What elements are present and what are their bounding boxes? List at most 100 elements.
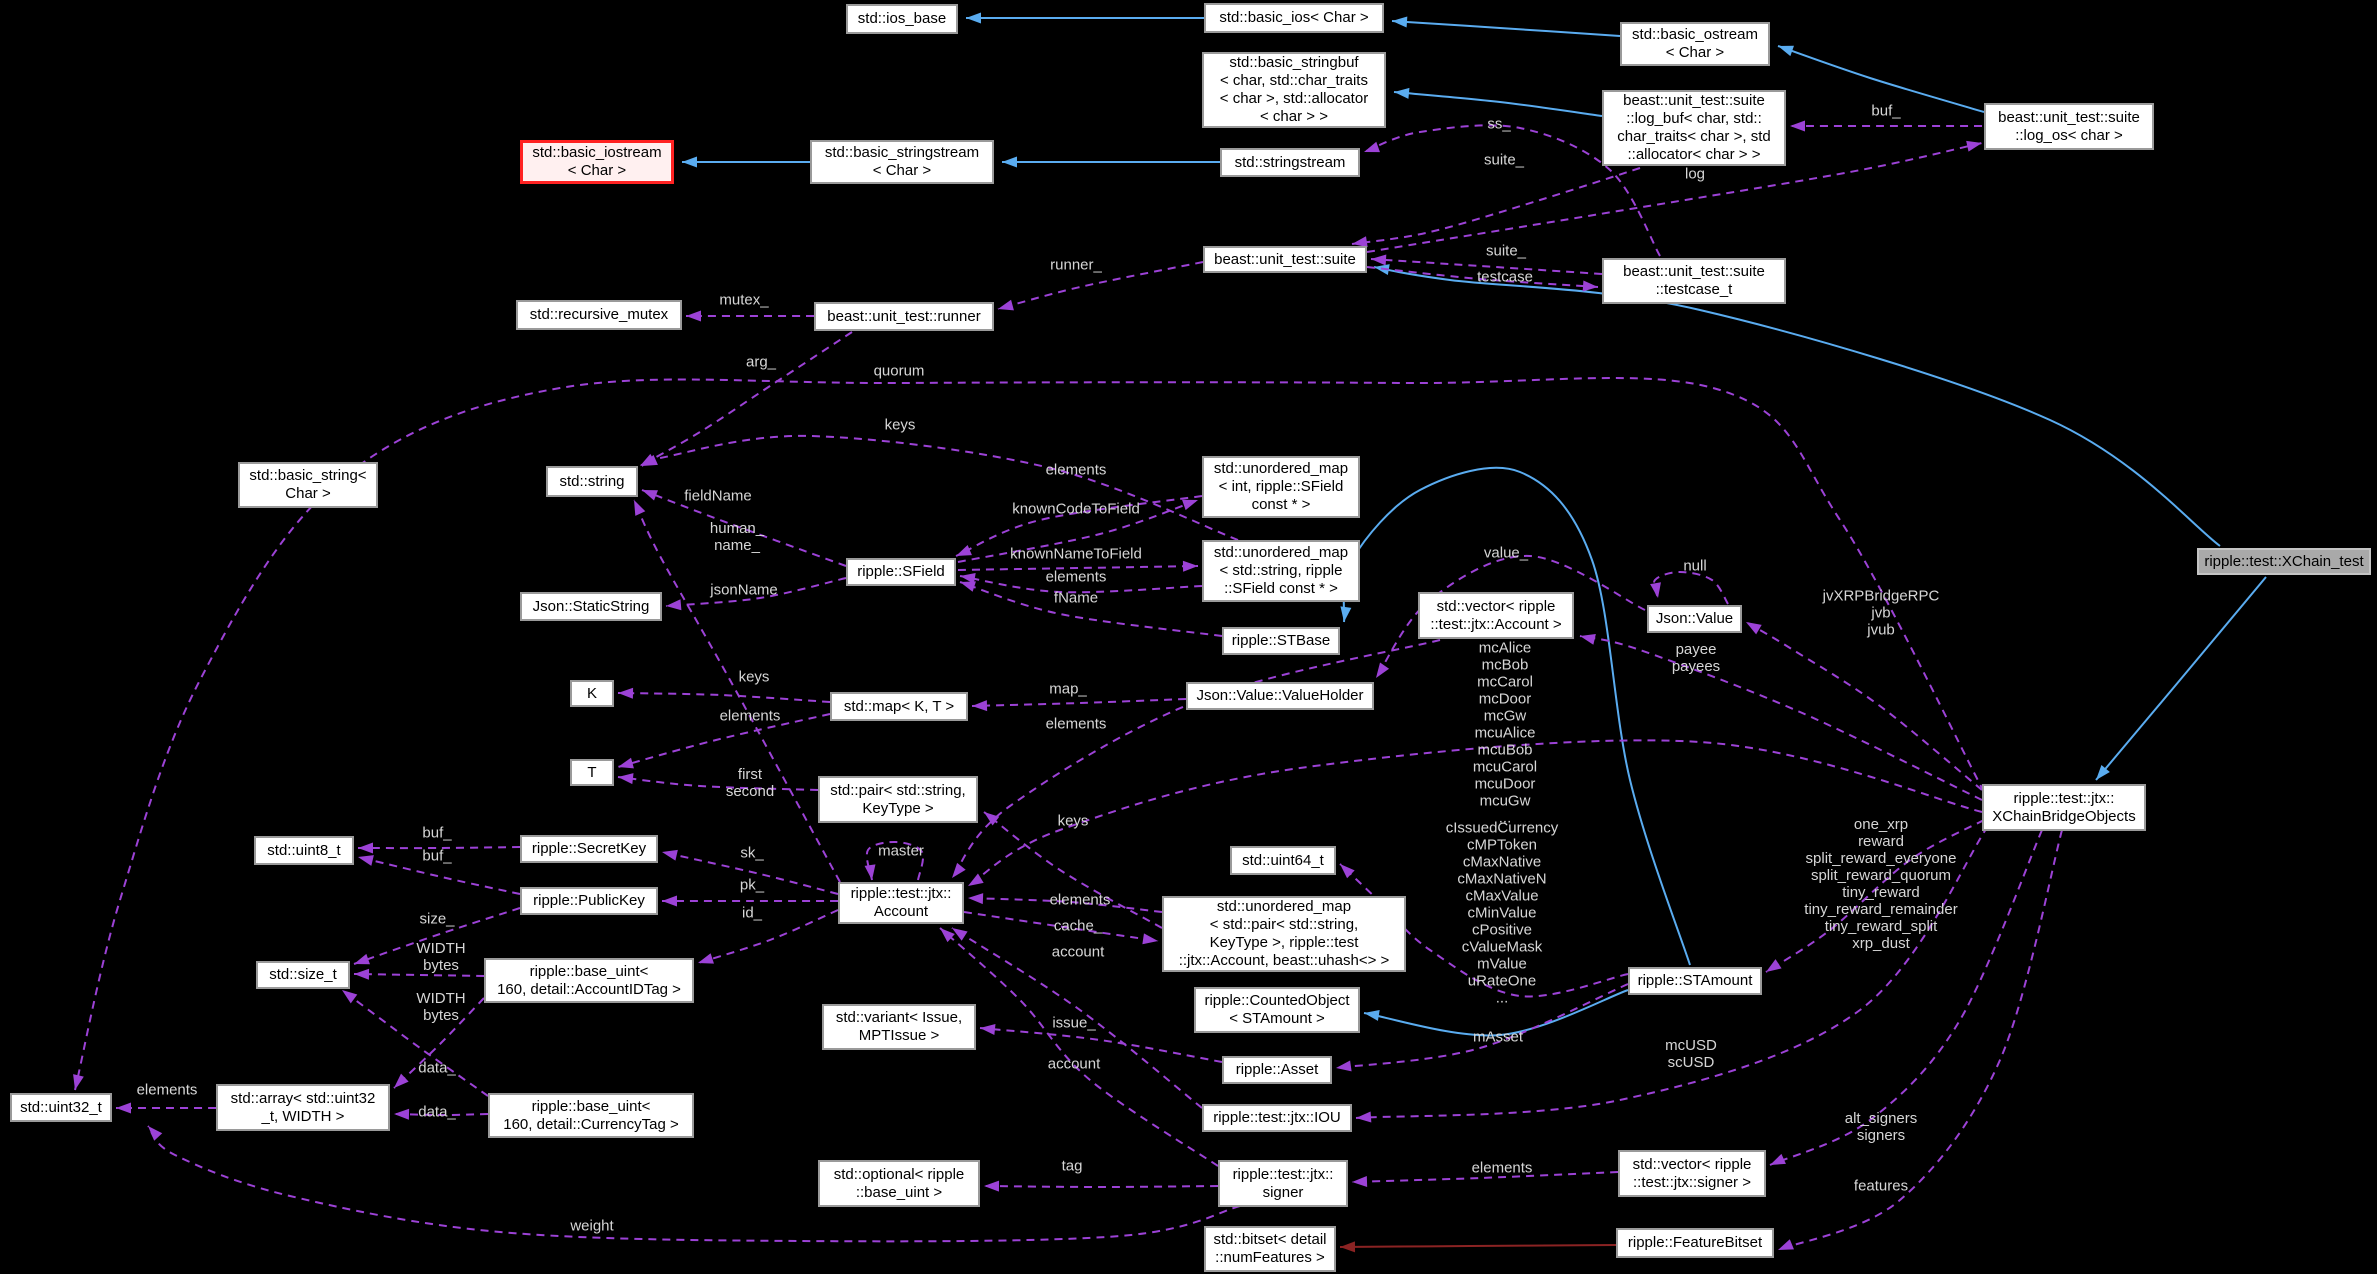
edge-label-quorum: quorum <box>873 362 925 380</box>
class-node-base-uint-accountid[interactable]: ripple::base_uint< 160, detail::AccountI… <box>484 958 694 1003</box>
class-node-counted-object[interactable]: ripple::CountedObject < STAmount > <box>1194 987 1360 1033</box>
edge-use-cIssuedCurrency <box>1339 863 1629 998</box>
edge-use-buf_ <box>357 846 521 850</box>
class-node-jtx-account[interactable]: ripple::test::jtx:: Account <box>838 882 964 924</box>
class-node-ripple-stbase[interactable]: ripple::STBase <box>1222 627 1340 655</box>
arrowhead <box>952 862 966 878</box>
class-node-xchain-bridge-objects[interactable]: ripple::test::jtx:: XChainBridgeObjects <box>1982 784 2146 831</box>
class-node-testcase-t[interactable]: beast::unit_test::suite ::testcase_t <box>1602 258 1786 304</box>
class-node-base-uint-currency[interactable]: ripple::base_uint< 160, detail::Currency… <box>488 1093 694 1138</box>
class-node-umap-pair-account[interactable]: std::unordered_map < std::pair< std::str… <box>1162 896 1406 972</box>
arrowhead <box>642 454 658 466</box>
class-node-xchain-test[interactable]: ripple::test::XChain_test <box>2197 548 2371 575</box>
class-node-jtx-iou[interactable]: ripple::test::jtx::IOU <box>1202 1104 1352 1132</box>
edge-use-payee <box>1579 635 1983 801</box>
class-node-std-recursive-mutex[interactable]: std::recursive_mutex <box>516 300 682 330</box>
class-node-std-basic-stringstream[interactable]: std::basic_stringstream < Char > <box>810 140 994 184</box>
edge-label-first: first second <box>725 766 775 800</box>
class-node-std-pair-keytype[interactable]: std::pair< std::string, KeyType > <box>818 776 978 823</box>
arrowhead <box>116 1102 131 1114</box>
class-node-std-uint32-t[interactable]: std::uint32_t <box>10 1093 112 1122</box>
arrowhead <box>148 1126 163 1141</box>
class-node-log-buf[interactable]: beast::unit_test::suite ::log_buf< char,… <box>1602 90 1786 166</box>
edge-use-size_ <box>353 907 521 965</box>
edge-label-jsonName: jsonName <box>710 581 778 599</box>
class-node-std-array-uint32[interactable]: std::array< std::uint32 _t, WIDTH > <box>216 1084 390 1131</box>
class-node-std-uint64-t[interactable]: std::uint64_t <box>1230 846 1336 875</box>
class-node-ripple-asset[interactable]: ripple::Asset <box>1222 1056 1332 1084</box>
edge-private-10 <box>1339 1244 1617 1248</box>
edge-label-one_xrp: one_xrp reward split_reward_everyone spl… <box>1804 816 1958 952</box>
arrowhead <box>984 812 1000 826</box>
edge-inherit-6 <box>1373 266 2221 547</box>
arrowhead <box>956 545 972 556</box>
class-node-json-valueholder[interactable]: Json::Value::ValueHolder <box>1186 682 1374 710</box>
arrowhead <box>1336 1060 1352 1072</box>
class-node-std-basic-stringbuf[interactable]: std::basic_stringbuf < char, std::char_t… <box>1202 52 1386 128</box>
edge-label-data_: data_ <box>418 1059 456 1077</box>
class-node-std-basic-ostream[interactable]: std::basic_ostream < Char > <box>1620 22 1770 66</box>
edge-use-account <box>951 927 1203 1109</box>
arrowhead <box>686 310 701 322</box>
class-node-unit-test-runner[interactable]: beast::unit_test::runner <box>814 302 994 331</box>
class-node-umap-int-sfield[interactable]: std::unordered_map < int, ripple::SField… <box>1202 456 1360 518</box>
class-node-std-variant-issue[interactable]: std::variant< Issue, MPTIssue > <box>822 1004 976 1050</box>
edge-label-log: log <box>1684 165 1706 183</box>
arrowhead <box>1778 1239 1794 1250</box>
edge-label-mAsset: mAsset <box>1472 1028 1524 1046</box>
arrowhead <box>960 572 976 584</box>
class-node-std-string[interactable]: std::string <box>546 466 638 497</box>
edge-use-elements <box>955 495 1203 557</box>
class-node-k-param[interactable]: K <box>570 680 614 707</box>
class-node-json-value[interactable]: Json::Value <box>1647 605 1742 633</box>
class-node-std-uint8-t[interactable]: std::uint8_t <box>254 836 354 865</box>
edge-use-fieldName <box>641 489 847 567</box>
class-node-ripple-stamount[interactable]: ripple::STAmount <box>1628 967 1762 995</box>
edge-inherit-1 <box>1391 20 1621 37</box>
class-node-std-optional-baseuint[interactable]: std::optional< ripple ::base_uint > <box>818 1160 980 1207</box>
arrowhead <box>1790 120 1805 132</box>
class-node-vector-signer[interactable]: std::vector< ripple ::test::jtx::signer … <box>1618 1150 1766 1197</box>
arrowhead <box>618 773 634 785</box>
class-node-log-os[interactable]: beast::unit_test::suite ::log_os< char > <box>1984 103 2154 150</box>
class-node-std-size-t[interactable]: std::size_t <box>256 961 350 989</box>
edge-label-WIDTH: WIDTH bytes <box>416 940 466 974</box>
edge-label-elements: elements <box>719 707 781 725</box>
class-node-std-bitset[interactable]: std::bitset< detail ::numFeatures > <box>1204 1226 1336 1272</box>
class-node-std-basic-iostream[interactable]: std::basic_iostream < Char > <box>520 140 674 184</box>
class-node-unit-test-suite[interactable]: beast::unit_test::suite <box>1203 246 1367 273</box>
edge-label-suite_: suite_ <box>1483 151 1525 169</box>
class-node-vector-account[interactable]: std::vector< ripple ::test::jtx::Account… <box>1418 592 1574 639</box>
arrowhead <box>354 953 370 965</box>
class-node-std-ios-base[interactable]: std::ios_base <box>846 4 958 34</box>
class-node-t-param[interactable]: T <box>570 759 614 786</box>
class-node-json-staticstring[interactable]: Json::StaticString <box>520 592 662 621</box>
edge-use-tag <box>983 1185 1219 1189</box>
edge-label-data_: data_ <box>418 1103 456 1121</box>
arrowhead <box>966 12 981 24</box>
class-node-ripple-featurebitset[interactable]: ripple::FeatureBitset <box>1616 1228 1774 1258</box>
class-node-std-stringstream[interactable]: std::stringstream <box>1220 148 1360 177</box>
arrowhead <box>1394 87 1410 99</box>
arrowhead <box>1392 16 1408 28</box>
edge-label-id_: id_ <box>741 904 763 922</box>
class-node-ripple-secretkey[interactable]: ripple::SecretKey <box>520 835 658 863</box>
class-node-std-map-kt[interactable]: std::map< K, T > <box>830 692 968 721</box>
class-node-std-basic-string[interactable]: std::basic_string< Char > <box>238 462 378 508</box>
arrowhead <box>960 581 976 592</box>
edge-inherit-2 <box>1777 45 1985 113</box>
edge-label-buf_: buf_ <box>422 824 452 842</box>
class-node-umap-str-sfield[interactable]: std::unordered_map < std::string, ripple… <box>1202 540 1360 602</box>
arrowhead <box>1746 622 1762 635</box>
edge-use-elements <box>959 575 1203 594</box>
class-node-ripple-publickey[interactable]: ripple::PublicKey <box>520 887 658 915</box>
class-node-jtx-signer[interactable]: ripple::test::jtx:: signer <box>1218 1160 1348 1207</box>
arrowhead <box>1580 634 1596 645</box>
edge-label-mutex_: mutex_ <box>719 291 769 309</box>
edge-label-mcAlice: mcAlice mcBob mcCarol mcDoor mcGw mcuAli… <box>1472 639 1538 827</box>
arrowhead <box>1582 280 1598 292</box>
class-node-std-basic-ios[interactable]: std::basic_ios< Char > <box>1204 3 1384 33</box>
class-node-ripple-sfield[interactable]: ripple::SField <box>846 558 956 586</box>
arrowhead <box>698 953 714 964</box>
